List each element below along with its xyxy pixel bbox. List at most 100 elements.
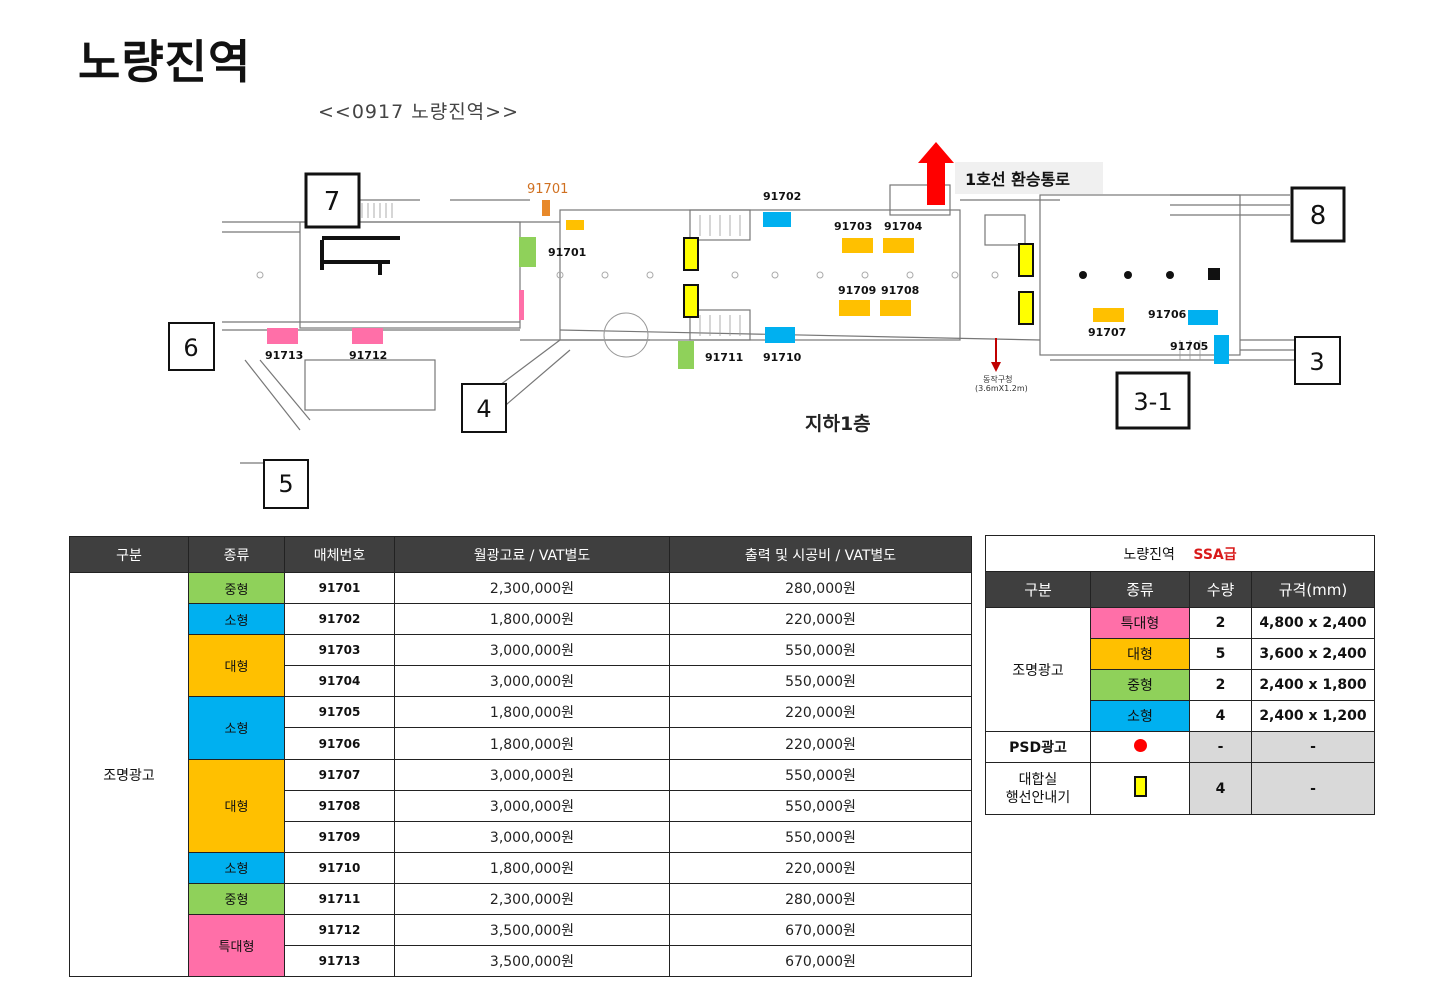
- exit-3: 3: [1294, 336, 1341, 385]
- svg-text:3: 3: [1309, 348, 1324, 376]
- work-site-label: 동작구청: [983, 374, 1012, 384]
- ad-91710-marker: [765, 327, 795, 343]
- ad-label-91709: 91709: [838, 284, 876, 297]
- exit-7: 7: [304, 172, 361, 229]
- summary-spec-cell: 2,400 x 1,200: [1251, 700, 1375, 732]
- summary-guide-row: 대합실 행선안내기 4 -: [985, 762, 1375, 815]
- summary-header-category: 구분: [985, 571, 1091, 608]
- guide-board-marker-1: [683, 237, 699, 271]
- ad-91706-marker: [1188, 310, 1218, 325]
- monthly-cell: 3,000,000원: [394, 820, 670, 853]
- ad-label-91704: 91704: [884, 220, 923, 233]
- category-cell: 조명광고: [69, 571, 189, 978]
- install-cell: 670,000원: [669, 914, 972, 947]
- page-title: 노량진역: [78, 35, 252, 89]
- columns-light: [256, 271, 999, 279]
- svg-text:4: 4: [476, 395, 491, 423]
- ad-91704-marker: [883, 238, 914, 253]
- table-row: 소형 91705 1,800,000원 220,000원: [70, 696, 972, 760]
- ad-label-91707: 91707: [1088, 326, 1126, 339]
- ad-91705-marker: [1214, 335, 1229, 364]
- transfer-label: 1호선 환승통로: [965, 170, 1070, 189]
- summary-qty-cell: 2: [1189, 669, 1252, 701]
- code-cell: 91701: [284, 571, 395, 605]
- exit-6: 6: [168, 322, 215, 371]
- install-cell: 550,000원: [669, 634, 972, 667]
- svg-text:3-1: 3-1: [1133, 388, 1172, 416]
- summary-guide-spec: -: [1251, 762, 1375, 815]
- price-table-header-row: 구분 종류 매체번호 월광고료 / VAT별도 출력 및 시공비 / VAT별도: [69, 536, 972, 573]
- exit7-walls: [320, 236, 400, 275]
- summary-header-qty: 수량: [1189, 571, 1252, 608]
- station-caption: <<0917 노량진역>>: [318, 101, 519, 123]
- ad-91703-marker: [842, 238, 873, 253]
- table-row: 소형 91710 1,800,000원 220,000원: [70, 851, 972, 884]
- ad-label-91711: 91711: [705, 351, 743, 364]
- ad-91708-marker: [880, 300, 911, 316]
- exit-3-1: 3-1: [1115, 371, 1191, 430]
- columns: [1079, 271, 1174, 279]
- ad-label-91713: 91713: [265, 349, 303, 362]
- summary-row: 중형 2 2,400 x 1,800: [986, 669, 1375, 701]
- ad-label-91705: 91705: [1170, 340, 1208, 353]
- small-orange-mark: [566, 220, 584, 230]
- table-row: 대형 91703 3,000,000원 550,000원: [70, 634, 972, 698]
- work-site-size: (3.6mX1.2m): [975, 384, 1028, 393]
- header-code: 매체번호: [284, 536, 395, 573]
- table-row: 91708 3,000,000원 550,000원: [70, 789, 972, 822]
- monthly-cell: 1,800,000원: [394, 696, 670, 729]
- monthly-cell: 3,000,000원: [394, 634, 670, 667]
- summary-header-spec: 규격(mm): [1251, 571, 1375, 608]
- install-cell: 220,000원: [669, 851, 972, 884]
- exit-8: 8: [1290, 186, 1346, 243]
- summary-qty-cell: 4: [1189, 700, 1252, 732]
- svg-text:6: 6: [183, 334, 198, 362]
- floor-label: 지하1층: [805, 413, 871, 435]
- svg-text:5: 5: [278, 470, 293, 498]
- code-cell: 91711: [284, 882, 395, 916]
- table-row: 91709 3,000,000원 550,000원: [70, 820, 972, 853]
- ad-91709-marker: [839, 300, 870, 316]
- type-cell: 대형: [188, 634, 285, 698]
- ad-91707-marker: [1093, 308, 1124, 322]
- station-floor-plan: 1호선 환승통로 동작구청 (3.6mX1.2m) <<0917 노량진역>> …: [168, 101, 1346, 509]
- code-cell: 91704: [284, 665, 395, 698]
- type-cell: 중형: [188, 882, 285, 916]
- guide-board-marker-3: [1018, 243, 1034, 277]
- summary-grade: SSA급: [1193, 546, 1237, 563]
- guide-board-marker-2: [683, 284, 699, 318]
- escalator-circle: [603, 312, 649, 358]
- summary-psd-spec: -: [1251, 731, 1375, 763]
- code-cell: 91707: [284, 758, 395, 791]
- type-cell: 소형: [188, 696, 285, 760]
- summary-guide-line2: 행선안내기: [1005, 789, 1071, 806]
- summary-qty-cell: 2: [1189, 607, 1252, 639]
- summary-guide-qty: 4: [1189, 762, 1252, 815]
- header-install-fee: 출력 및 시공비 / VAT별도: [669, 536, 972, 573]
- summary-type-cell: 중형: [1090, 669, 1190, 701]
- table-row: 91706 1,800,000원 220,000원: [70, 727, 972, 760]
- header-category: 구분: [69, 536, 189, 573]
- ad-91711-marker: [678, 341, 694, 369]
- ad-label-91701: 91701: [548, 246, 586, 259]
- ad-label-91708: 91708: [881, 284, 919, 297]
- table-row: 소형 91702 1,800,000원 220,000원: [70, 603, 972, 636]
- summary-header-row: 구분 종류 수량 규격(mm): [985, 571, 1375, 608]
- summary-table: 노량진역 SSA급 구분 종류 수량 규격(mm) 조명광고 특대형 2 4,8…: [985, 535, 1375, 815]
- summary-title-row: 노량진역 SSA급: [985, 535, 1375, 572]
- transfer-label-bg: [955, 162, 1103, 194]
- monthly-cell: 3,000,000원: [394, 789, 670, 822]
- code-cell: 91710: [284, 851, 395, 884]
- summary-header-type: 종류: [1090, 571, 1190, 608]
- table-row: 중형 91711 2,300,000원 280,000원: [70, 882, 972, 916]
- monthly-cell: 1,800,000원: [394, 851, 670, 884]
- summary-psd-row: PSD광고 - -: [985, 731, 1375, 763]
- install-cell: 670,000원: [669, 945, 972, 978]
- summary-psd-qty: -: [1189, 731, 1252, 763]
- type-cell: 중형: [188, 571, 285, 605]
- install-cell: 550,000원: [669, 758, 972, 791]
- summary-qty-cell: 5: [1189, 638, 1252, 670]
- svg-text:7: 7: [324, 187, 341, 217]
- ad-label-91702: 91702: [763, 190, 801, 203]
- table-row: 조명광고 중형 91701 2,300,000원 280,000원: [69, 571, 972, 978]
